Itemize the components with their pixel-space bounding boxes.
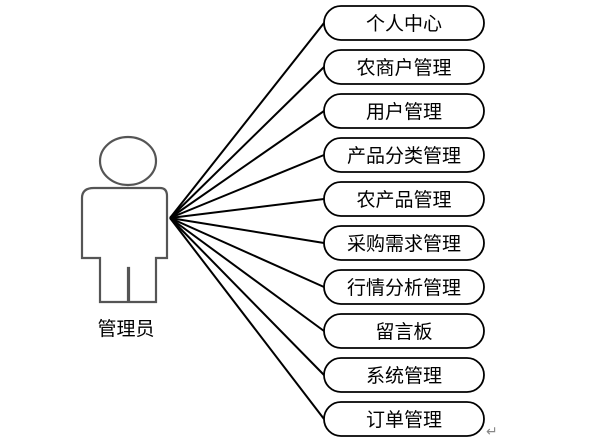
use-case-item: 行情分析管理 xyxy=(323,269,485,305)
use-case-box xyxy=(323,401,485,437)
use-case-label: 产品分类管理 xyxy=(347,145,461,167)
use-case-item: 个人中心 xyxy=(323,5,485,41)
association-line xyxy=(169,217,325,288)
association-line xyxy=(169,154,325,219)
use-case-item: 用户管理 xyxy=(323,93,485,129)
use-case-box xyxy=(323,357,485,393)
use-case-item: 采购需求管理 xyxy=(323,225,485,261)
use-case-item: 留言板 xyxy=(323,313,485,349)
actor-label: 管理员 xyxy=(97,318,154,340)
use-case-label: 农商户管理 xyxy=(356,57,451,79)
use-case-item: 农商户管理 xyxy=(323,49,485,85)
use-case-box xyxy=(323,137,485,173)
association-line xyxy=(169,198,325,219)
use-case-box xyxy=(323,93,485,129)
use-case-box xyxy=(323,49,485,85)
use-case-box xyxy=(323,269,485,305)
actor-head xyxy=(98,135,158,187)
association-line xyxy=(169,217,325,420)
actor-figure: 管理员 xyxy=(80,135,169,340)
use-case-box xyxy=(323,225,485,261)
association-line xyxy=(169,217,325,332)
paragraph-mark: ↵ xyxy=(486,424,498,440)
use-case-label: 行情分析管理 xyxy=(347,277,461,299)
use-case-label: 用户管理 xyxy=(366,101,442,123)
association-line xyxy=(169,22,325,219)
association-line xyxy=(169,217,325,244)
association-line xyxy=(169,66,325,219)
use-case-box xyxy=(323,5,485,41)
association-line xyxy=(169,110,325,219)
association-lines xyxy=(169,22,325,420)
use-case-label: 系统管理 xyxy=(366,365,442,387)
use-case-label: 订单管理 xyxy=(366,409,442,431)
use-case-item: 系统管理 xyxy=(323,357,485,393)
use-case-box xyxy=(323,313,485,349)
use-case-label: 采购需求管理 xyxy=(347,233,461,255)
use-case-item: 农产品管理 xyxy=(323,181,485,217)
use-case-item: 产品分类管理 xyxy=(323,137,485,173)
use-case-box xyxy=(323,181,485,217)
actor-body xyxy=(80,186,169,304)
use-case-label: 农产品管理 xyxy=(356,189,451,211)
association-line xyxy=(169,217,325,376)
use-case-list: 个人中心农商户管理用户管理产品分类管理农产品管理采购需求管理行情分析管理留言板系… xyxy=(323,5,485,437)
use-case-label: 留言板 xyxy=(375,321,432,343)
use-case-label: 个人中心 xyxy=(366,13,442,35)
use-case-item: 订单管理 xyxy=(323,401,485,437)
